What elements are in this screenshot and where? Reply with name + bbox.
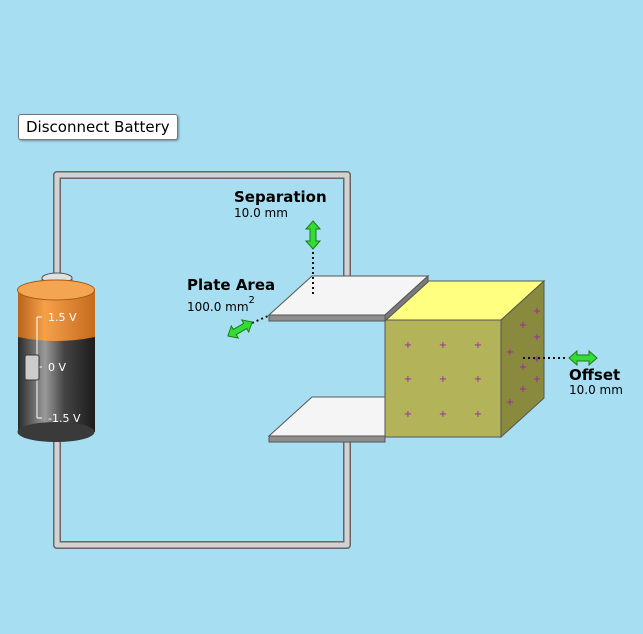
charge-sign: + xyxy=(533,306,541,317)
wire-bottom xyxy=(53,440,351,549)
charge-sign: + xyxy=(404,374,412,385)
battery-voltage-bottom: -1.5 V xyxy=(48,412,81,425)
plate-area-value: 100.0 mm2 xyxy=(187,295,255,314)
offset-title: Offset xyxy=(569,366,621,384)
charge-sign: + xyxy=(474,340,482,351)
double-arrow-diagonal-icon[interactable] xyxy=(224,316,255,342)
charge-sign: + xyxy=(439,340,447,351)
separation-title: Separation xyxy=(234,188,327,206)
offset-value: 10.0 mm xyxy=(569,383,623,397)
dielectric-charges: + + + + + + + + + + + + + + + + + + xyxy=(404,306,541,420)
dielectric-block[interactable]: + + + + + + + + + + + + + + + + + + xyxy=(383,279,546,439)
charge-sign: + xyxy=(519,320,527,331)
charge-sign: + xyxy=(506,397,514,408)
battery-voltage-slider[interactable] xyxy=(24,354,40,381)
charge-sign: + xyxy=(519,362,527,373)
plate-area-number: 100.0 mm xyxy=(187,300,249,314)
battery-voltage-top: 1.5 V xyxy=(48,311,77,324)
charge-sign: + xyxy=(533,374,541,385)
battery-voltage-mid: 0 V xyxy=(48,361,67,374)
charge-sign: + xyxy=(474,374,482,385)
battery xyxy=(17,272,95,442)
charge-sign: + xyxy=(439,409,447,420)
plate-area-leader xyxy=(251,315,269,324)
charge-sign: + xyxy=(533,354,541,365)
double-arrow-vertical-icon[interactable] xyxy=(304,220,322,250)
disconnect-battery-button[interactable]: Disconnect Battery xyxy=(18,114,178,140)
charge-sign: + xyxy=(519,384,527,395)
wire-top xyxy=(53,171,351,296)
charge-sign: + xyxy=(474,409,482,420)
charge-sign: + xyxy=(404,340,412,351)
plate-area-title: Plate Area xyxy=(187,276,276,294)
charge-sign: + xyxy=(404,409,412,420)
top-plate xyxy=(267,274,430,323)
charge-sign: + xyxy=(506,347,514,358)
separation-value: 10.0 mm xyxy=(234,206,288,220)
double-arrow-horizontal-icon[interactable] xyxy=(568,349,598,367)
charge-sign: + xyxy=(533,332,541,343)
charge-sign: + xyxy=(439,374,447,385)
plate-area-superscript: 2 xyxy=(248,295,255,306)
